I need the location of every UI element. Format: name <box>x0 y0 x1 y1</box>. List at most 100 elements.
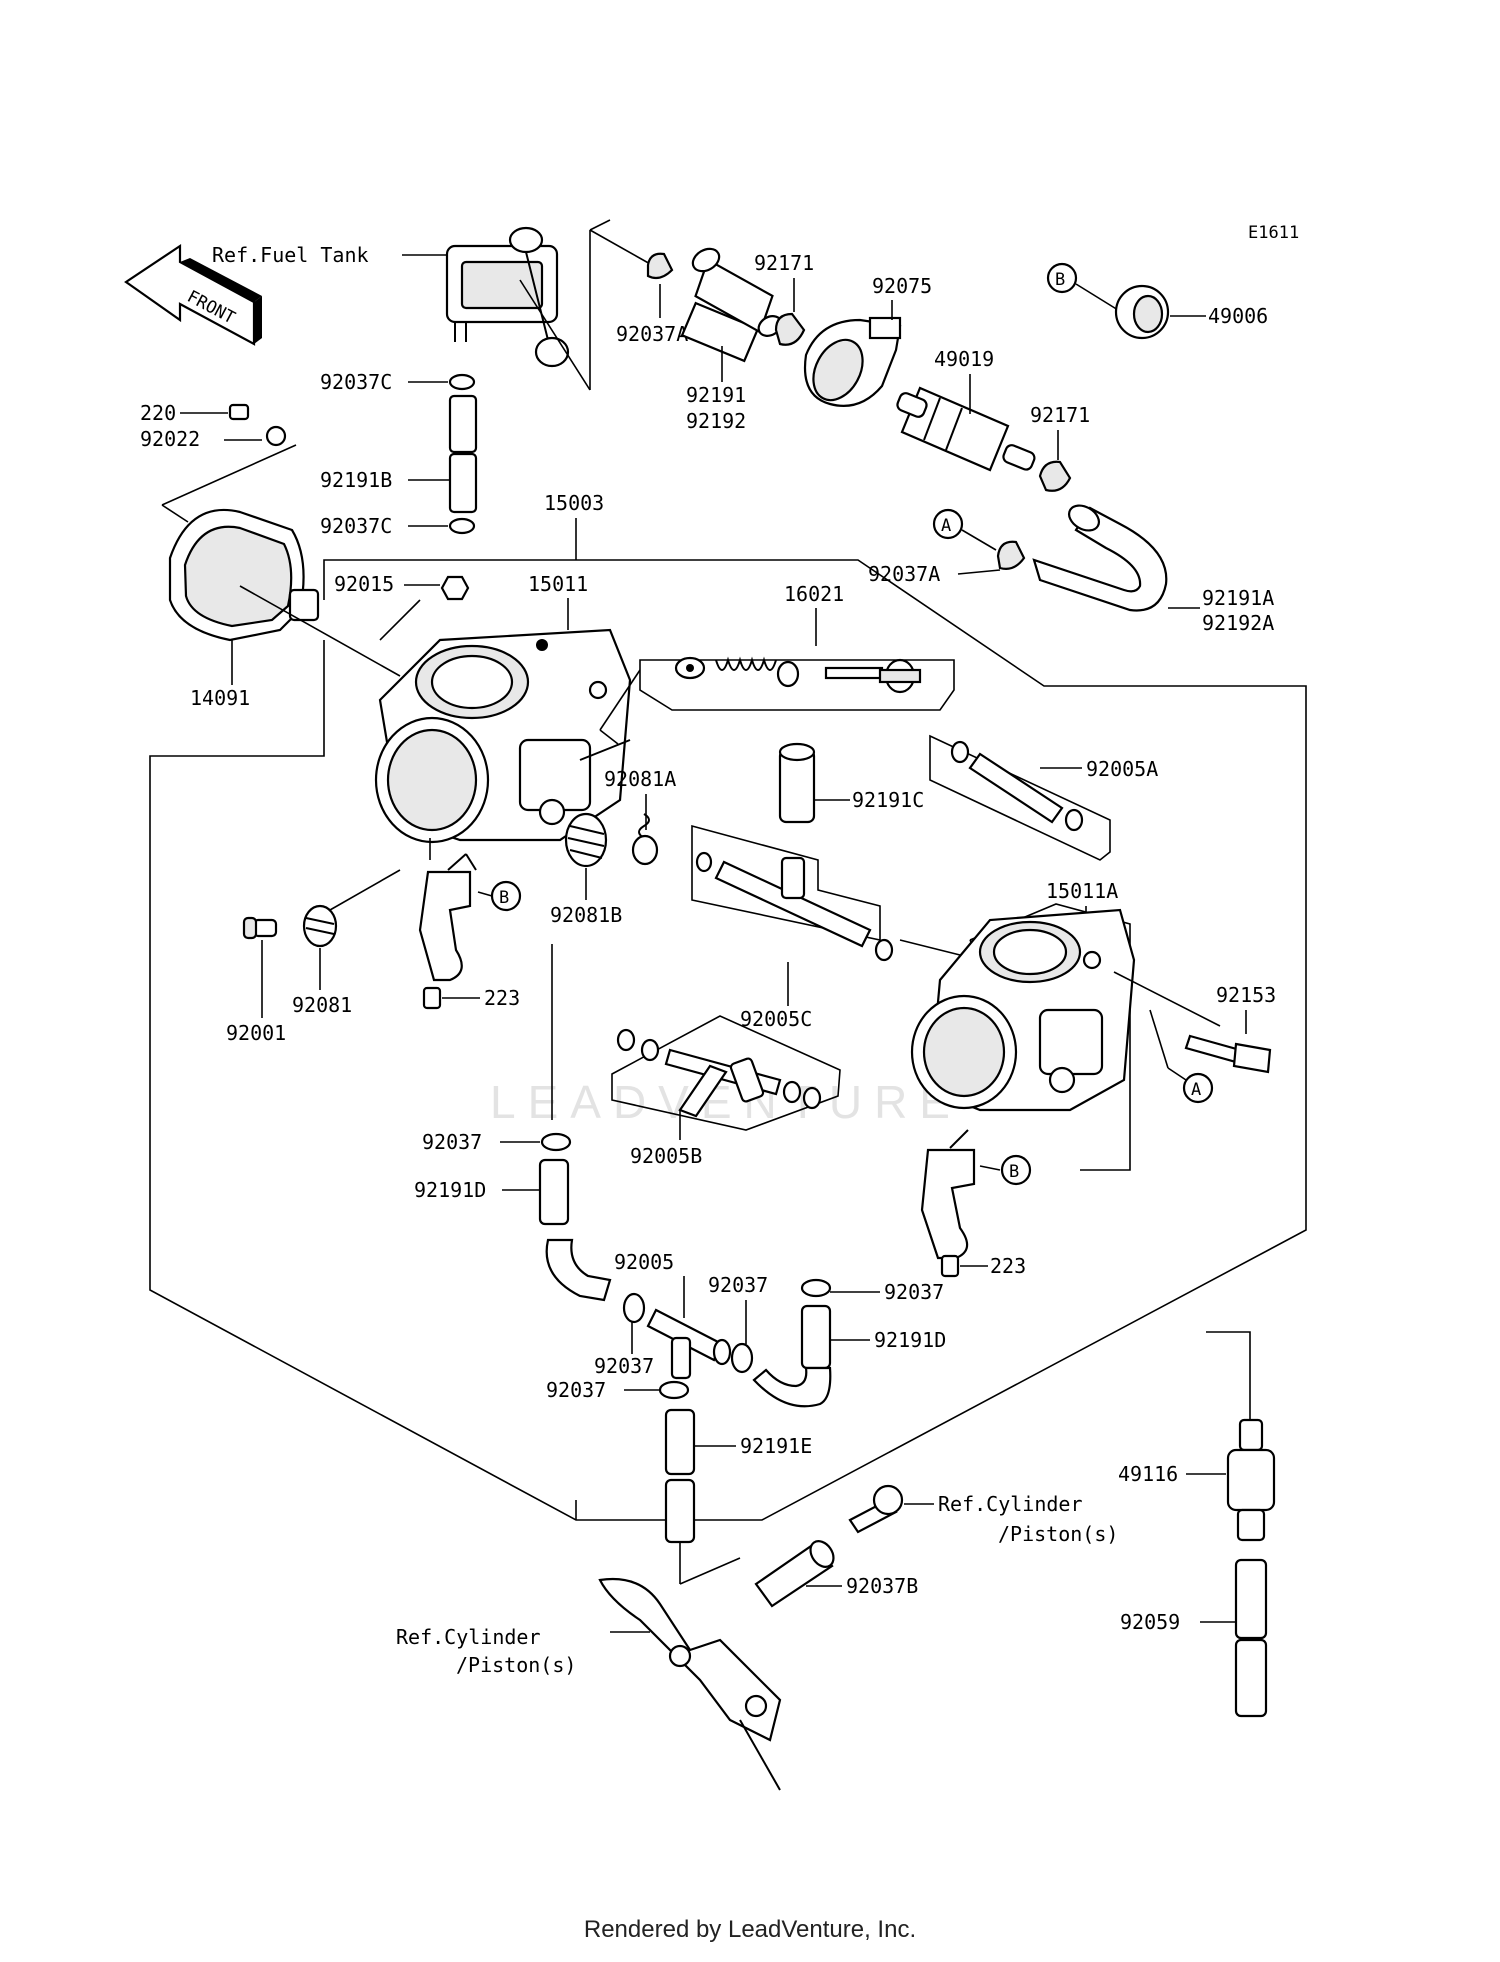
label-92037C-2: 92037C <box>320 514 392 538</box>
marker-b-3-label: B <box>1009 1162 1019 1182</box>
label-92001: 92001 <box>226 1021 286 1045</box>
label-92192A: 92192A <box>1202 611 1274 635</box>
watermark: LEADVENTURE <box>490 1076 962 1128</box>
label-14091: 14091 <box>190 686 250 710</box>
kit-92005C-outline <box>691 824 881 941</box>
marker-a-1 <box>932 508 964 540</box>
label-92037-2: 92037 <box>594 1354 654 1378</box>
diagram-code: E1611 <box>1248 223 1299 243</box>
marker-b-3 <box>1000 1154 1032 1186</box>
label-92022: 92022 <box>140 427 200 451</box>
label-92037B: 92037B <box>846 1574 918 1598</box>
screw-92001 <box>242 916 278 940</box>
bracket-right <box>920 1129 976 1260</box>
hose-92059-lower <box>1234 1638 1268 1718</box>
marker-a-2 <box>1182 1072 1214 1104</box>
holder-92075 <box>804 316 902 407</box>
label-92191D-1: 92191D <box>414 1178 486 1202</box>
label-92075: 92075 <box>872 274 932 298</box>
label-92037-5: 92037 <box>546 1378 606 1402</box>
label-92191B: 92191B <box>320 468 392 492</box>
label-92037-4: 92037 <box>884 1280 944 1304</box>
valve-49116 <box>1226 1418 1276 1542</box>
label-92005A: 92005A <box>1086 757 1158 781</box>
hose-92191A <box>1032 504 1168 612</box>
kit-16021-parts <box>674 656 922 694</box>
kit-16021-outline <box>639 659 955 711</box>
tee-92005 <box>646 1308 732 1380</box>
hose-92191E-lower <box>664 1478 696 1544</box>
label-49006: 49006 <box>1208 304 1268 328</box>
nut-92015 <box>440 575 470 601</box>
ref-cylinder-left-2: /Piston(s) <box>456 1653 576 1677</box>
filter-49019 <box>896 386 1036 472</box>
label-15003: 15003 <box>544 491 604 515</box>
hose-92191E-upper <box>664 1408 696 1476</box>
label-92081: 92081 <box>292 993 352 1017</box>
ref-cylinder-left-1: Ref.Cylinder <box>396 1625 541 1649</box>
hose-92191B-lower <box>448 452 478 514</box>
marker-b-2 <box>490 880 522 912</box>
grommet-49006 <box>1114 284 1170 340</box>
marker-b-1-label: B <box>1055 270 1065 290</box>
footer-text: Rendered by LeadVenture, Inc. <box>583 1916 917 1943</box>
spring-92081 <box>302 904 338 948</box>
label-223-2: 223 <box>990 1254 1026 1278</box>
screw-223-1 <box>422 986 442 1010</box>
label-92015: 92015 <box>334 572 394 596</box>
label-92191E: 92191E <box>740 1434 812 1458</box>
bracket-left <box>418 853 477 982</box>
ref-cylinder-right-1: Ref.Cylinder <box>938 1492 1083 1516</box>
label-92191D-2: 92191D <box>874 1328 946 1352</box>
clamp-92037A-1 <box>646 252 674 280</box>
clamp-92037A-2 <box>996 540 1026 570</box>
clamp-92037C-2 <box>448 517 476 535</box>
label-223-1: 223 <box>484 986 520 1010</box>
label-15011A: 15011A <box>1046 879 1118 903</box>
label-92005B: 92005B <box>630 1144 702 1168</box>
kit-92005A-outline <box>929 734 1111 861</box>
hose-92191 <box>680 247 783 363</box>
clamp-92171-2 <box>1038 460 1072 492</box>
label-92081A: 92081A <box>604 767 676 791</box>
clamp-92037C-1 <box>448 373 476 391</box>
clamp-92037-4 <box>800 1278 832 1298</box>
label-92191: 92191 <box>686 383 746 407</box>
marker-a-2-label: A <box>1191 1080 1201 1100</box>
label-92171-2: 92171 <box>1030 403 1090 427</box>
carburetor-15011 <box>374 628 632 844</box>
pipe-92005C <box>695 851 894 962</box>
label-92191A: 92191A <box>1202 586 1274 610</box>
label-92192: 92192 <box>686 409 746 433</box>
pipe-92005A <box>950 740 1084 832</box>
label-15011: 15011 <box>528 572 588 596</box>
label-92037A-1: 92037A <box>616 322 688 346</box>
screw-223-2 <box>940 1254 960 1278</box>
label-92037-3: 92037 <box>708 1273 768 1297</box>
clamp-92037-2 <box>622 1292 646 1324</box>
assembly-15003-outline <box>149 559 1307 1521</box>
ref-fuel-tank: Ref.Fuel Tank <box>212 243 369 267</box>
assembly-15011A-outline <box>969 903 1131 1171</box>
label-92005: 92005 <box>614 1250 674 1274</box>
label-92005C: 92005C <box>740 1007 812 1031</box>
label-92037-1: 92037 <box>422 1130 482 1154</box>
kit-92005B-outline <box>611 1015 841 1131</box>
bolt-ref-cylinder <box>848 1484 904 1534</box>
ref-cylinder-right-2: /Piston(s) <box>998 1522 1118 1546</box>
marker-a-1-label: A <box>941 516 951 536</box>
hose-92191D-1-bent <box>545 1238 612 1302</box>
bolt-220 <box>228 403 250 421</box>
hose-92191D-2-straight <box>800 1304 832 1370</box>
label-220: 220 <box>140 401 176 425</box>
cover-14091 <box>168 508 320 642</box>
label-92153: 92153 <box>1216 983 1276 1007</box>
hose-92191B-upper <box>448 394 478 454</box>
carburetor-15011A <box>910 908 1136 1112</box>
clamp-92037-3 <box>730 1342 754 1374</box>
bolt-92153 <box>1184 1034 1272 1074</box>
clamp-92171-1 <box>774 312 806 346</box>
label-49116: 49116 <box>1118 1462 1178 1486</box>
label-92191C: 92191C <box>852 788 924 812</box>
